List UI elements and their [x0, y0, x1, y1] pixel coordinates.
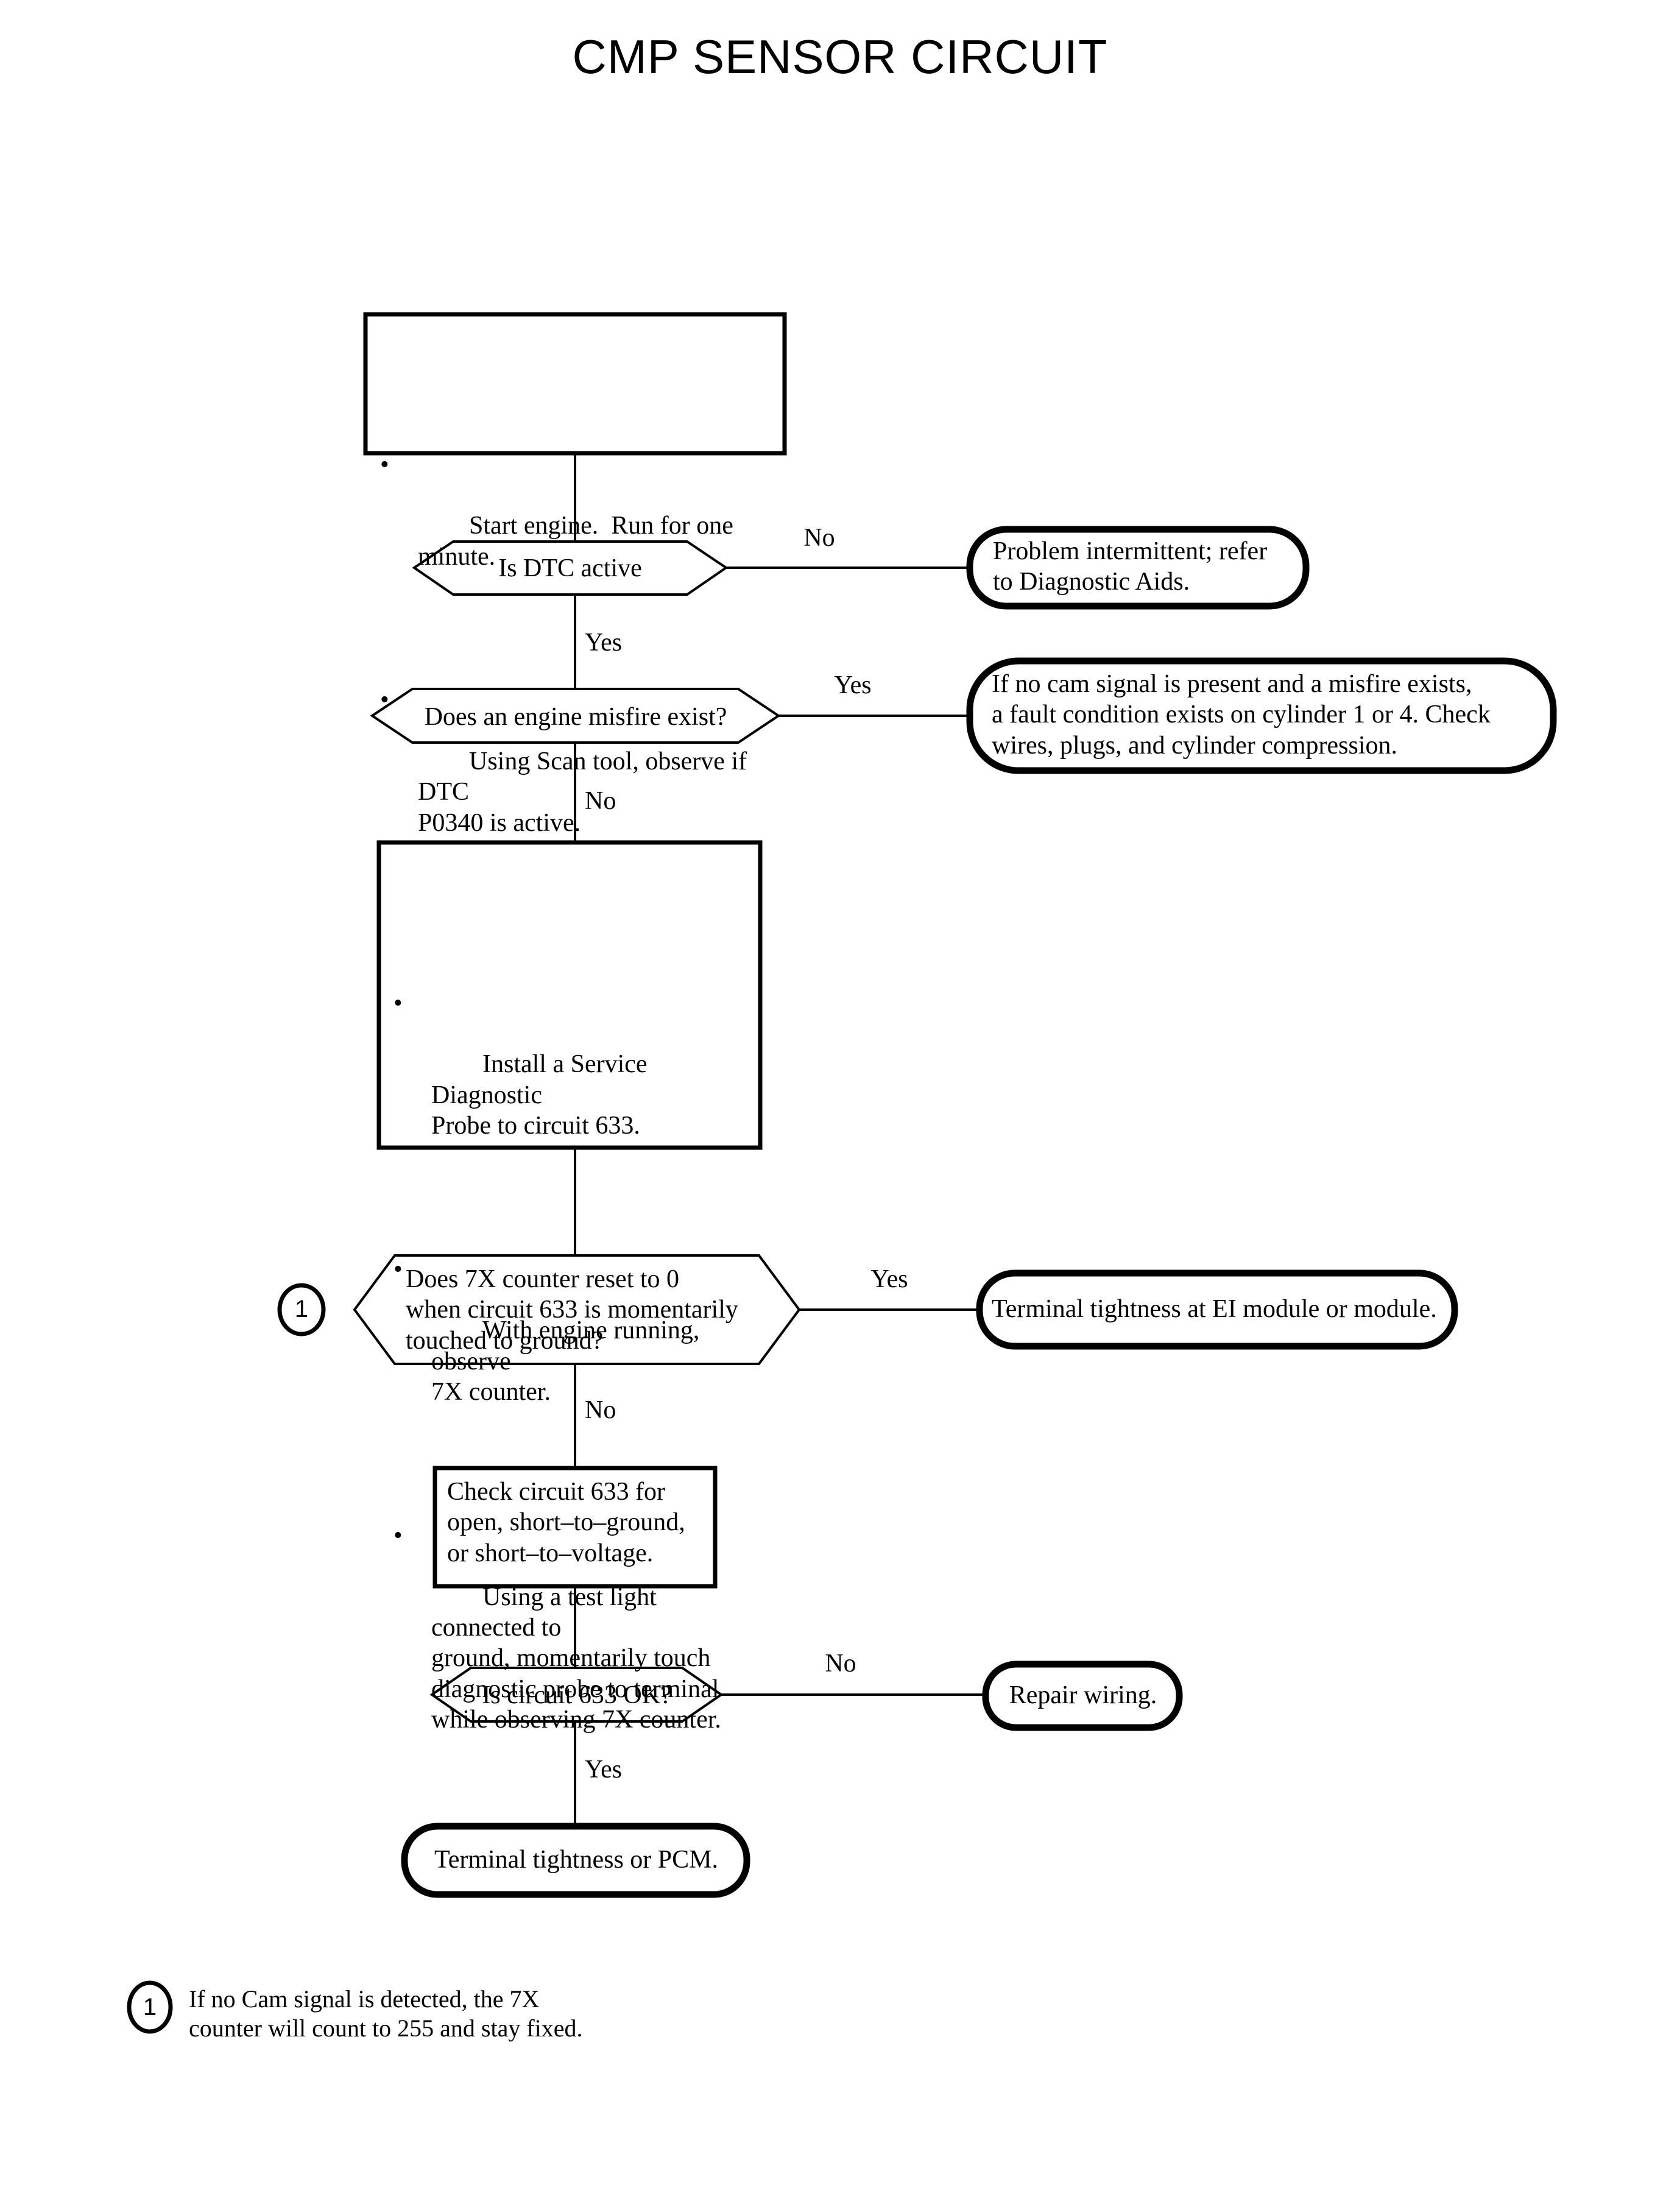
action-box-bullet-2: • With engine running, observe 7X counte…: [389, 1254, 753, 1438]
check-box-label: Check circuit 633 for open, short–to–gro…: [447, 1478, 685, 1567]
start-box-shape: [363, 312, 787, 456]
decision3-no-label: No: [585, 1396, 616, 1424]
decision2-shape: [370, 688, 781, 744]
result5-label: Terminal tightness or PCM.: [434, 1846, 719, 1874]
decision4-shape: [429, 1667, 724, 1723]
footnote-text: If no Cam signal is detected, the 7X cou…: [189, 1985, 583, 2042]
action-box-content: • Install a Service Diagnostic Probe to …: [389, 865, 753, 1889]
decision2-label: Does an engine misfire exist?: [424, 703, 727, 731]
decision1-shape: [412, 540, 729, 596]
start-box-bullet-2-text: Using Scan tool, observe if DTC P0340 is…: [418, 747, 747, 837]
bullet-icon: •: [394, 989, 403, 1017]
bullet-icon: •: [394, 1521, 403, 1550]
decision3-label: Does 7X counter reset to 0 when circuit …: [406, 1265, 738, 1355]
action-box-shape: [376, 840, 763, 1150]
action-box-bullet-3-text: Using a test light connected to ground, …: [431, 1583, 721, 1734]
result2-shape: [966, 657, 1557, 774]
result2-label: If no cam signal is present and a misfir…: [992, 670, 1491, 760]
start-box-bullet-1: • Start engine. Run for one minute.: [375, 450, 777, 603]
decision2-no-label: No: [585, 787, 616, 815]
decision1-label: Is DTC active: [498, 554, 642, 582]
check-box-shape: [432, 1466, 718, 1589]
action-box-bullet-list: • Install a Service Diagnostic Probe to …: [389, 927, 753, 1827]
result1-label: Problem intermittent; refer to Diagnosti…: [993, 537, 1268, 596]
start-box-bullet-2: • Using Scan tool, observe if DTC P0340 …: [375, 685, 777, 869]
result3-label: Terminal tightness at EI module or modul…: [992, 1295, 1437, 1323]
footnote-marker-circle: [127, 1980, 173, 2034]
result5-shape: [401, 1823, 750, 1898]
decision1-no-label: No: [803, 524, 835, 552]
result3-shape: [976, 1269, 1458, 1350]
reference-marker-1-number: 1: [294, 1296, 309, 1322]
action-box-bullet-2-text: With engine running, observe 7X counter.: [431, 1316, 700, 1407]
start-box-content: • Start engine. Run for one minute. • Us…: [375, 327, 777, 992]
result4-shape: [982, 1661, 1183, 1731]
decision2-yes-label: Yes: [834, 671, 872, 699]
page-title: CMP SENSOR CIRCUIT: [572, 30, 1108, 83]
start-box-bullet-list: • Start engine. Run for one minute. • Us…: [375, 388, 777, 931]
decision4-label: Is circuit 633 OK?: [482, 1681, 672, 1709]
decision3-shape: [353, 1254, 801, 1365]
bullet-icon: •: [394, 1255, 403, 1283]
decision1-yes-label: Yes: [585, 629, 623, 657]
bullet-icon: •: [380, 450, 389, 479]
result4-label: Repair wiring.: [1009, 1681, 1157, 1709]
action-box-bullet-3: • Using a test light connected to ground…: [389, 1520, 753, 1766]
action-box-bullet-1: • Install a Service Diagnostic Probe to …: [389, 988, 753, 1172]
decision4-yes-label: Yes: [585, 1756, 623, 1784]
start-box-bullet-1-text: Start engine. Run for one minute.: [418, 512, 740, 571]
decision4-no-label: No: [825, 1650, 856, 1678]
action-box-bullet-1-text: Install a Service Diagnostic Probe to ci…: [431, 1050, 648, 1140]
bullet-icon: •: [380, 686, 389, 715]
result1-shape: [966, 526, 1310, 610]
reference-marker-1-circle: [277, 1283, 326, 1336]
decision3-yes-label: Yes: [870, 1265, 908, 1293]
footnote-marker-number: 1: [143, 1994, 157, 2021]
